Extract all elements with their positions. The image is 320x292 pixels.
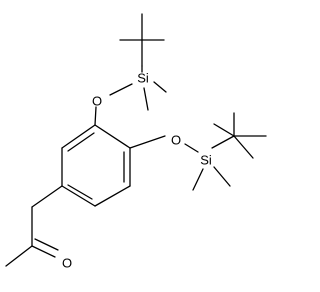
bond — [34, 238, 59, 251]
bond — [67, 184, 93, 200]
bond — [67, 132, 95, 152]
bond — [213, 166, 231, 187]
bond — [213, 123, 235, 137]
oxygen-atom-label: O — [92, 94, 102, 109]
bond — [143, 87, 149, 111]
bond — [192, 168, 204, 191]
atom-labels: Si O O Si O — [62, 71, 212, 271]
bond — [5, 245, 33, 267]
bond — [129, 135, 166, 149]
bond — [109, 83, 133, 96]
bond — [61, 185, 96, 207]
bond-lines — [5, 13, 267, 267]
silicon-atom-label: Si — [200, 153, 212, 168]
chemical-structure-diagram: Si O O Si O — [5, 13, 267, 271]
oxygen-atom-label: O — [171, 133, 181, 148]
bond — [211, 135, 235, 149]
bond — [233, 135, 254, 159]
bond — [31, 245, 56, 258]
silicon-atom-label: Si — [137, 71, 149, 86]
bond — [31, 185, 63, 208]
oxygen-atom-label: O — [62, 256, 72, 271]
bond — [184, 143, 199, 153]
bond — [94, 185, 131, 207]
bond — [153, 81, 167, 93]
bond — [94, 106, 97, 126]
bond — [61, 124, 96, 149]
bond — [94, 124, 131, 149]
